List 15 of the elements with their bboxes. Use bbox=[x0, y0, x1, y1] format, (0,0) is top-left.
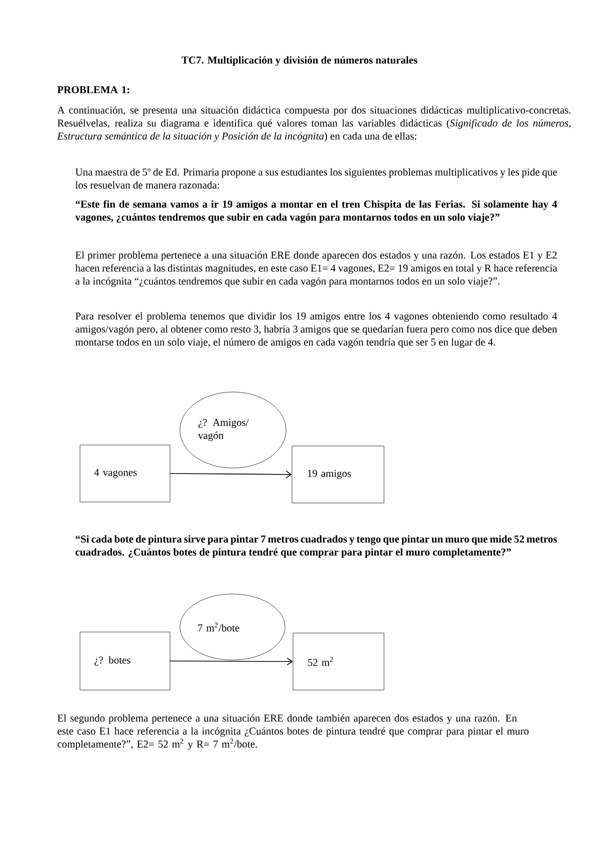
quantity-box: 52 m$^{2}$ bbox=[292, 632, 384, 690]
paragraph: Una maestra de 5º de Ed. Primaria propone a sus estudiantes los siguientes problemas multiplicativos y les pide que los resuelvan de manera razonada: bbox=[75, 168, 557, 189]
problem-statement: “Este fin de semana vamos a ir 19 amigos a montar en el tren Chispita de las Ferias. Si solamente hay 4 vagones, ¿cuántos tendremos que subir en cada vagón para montarnos todos en un solo viaje?” bbox=[75, 200, 557, 223]
arrow bbox=[170, 470, 292, 478]
paragraph: El segundo problema pertenece a una situación ERE donde también aparecen dos estados y una razón. En este caso E1 hace referencia a la incógnita ¿Cuántos botes de pintura tendré que comprar para pintar el muro completamente?”, E2= 52 m$^{2}$ y R= 7 m$^{2}$/bote. bbox=[58, 714, 529, 750]
paragraph: A continuación, se presenta una situación didáctica compuesta por dos situaciones didácticas multiplicativo-concretas. Resuélvelas, realiza su diagrama e identifica qué valores toman las variables didácticas (Significado de los números, Estructura semántica de la situación y Posición de la incógnita) en cada una de ellas: bbox=[57, 106, 571, 142]
title: TC7. Multiplicación y división de números naturales bbox=[182, 56, 418, 66]
heading: PROBLEMA 1: bbox=[57, 86, 130, 94]
problem-statement: “Si cada bote de pintura sirve para pintar 7 metros cuadrados y tengo que pintar un muro que mide 52 metros cuadrados. ¿Cuántos botes de pintura tendré que comprar para pintar el muro completamente?” bbox=[76, 535, 557, 558]
quantity-box: ¿? botes bbox=[80, 632, 170, 690]
quantity-box: 19 amigos bbox=[292, 446, 384, 504]
paragraph: El primer problema pertenece a una situación ERE donde aparecen dos estados y una razón. Los estados E1 y E2 hacen referencia a las distintas magnitudes, en este caso E1= 4 vagones, E2= 19 amigos en total y R hace referencia a la incógnita “¿cuántos tendremos que subir en cada vagón para montarnos todos en un solo viaje?”. bbox=[75, 251, 558, 287]
quantity-box: 4 vagones bbox=[80, 444, 170, 502]
paragraph: Para resolver el problema tenemos que dividir los 19 amigos entre los 4 vagones obteniendo como resultado 4 amigos/vagón pero, al obtener como resto 3, habría 3 amigos que se quedarían fuera pero como nos dice que deben montarse todos en un solo viaje, el número de amigos en cada vagón tendría que ser 5 en lugar de 4. bbox=[75, 312, 558, 348]
arrow bbox=[170, 658, 293, 666]
